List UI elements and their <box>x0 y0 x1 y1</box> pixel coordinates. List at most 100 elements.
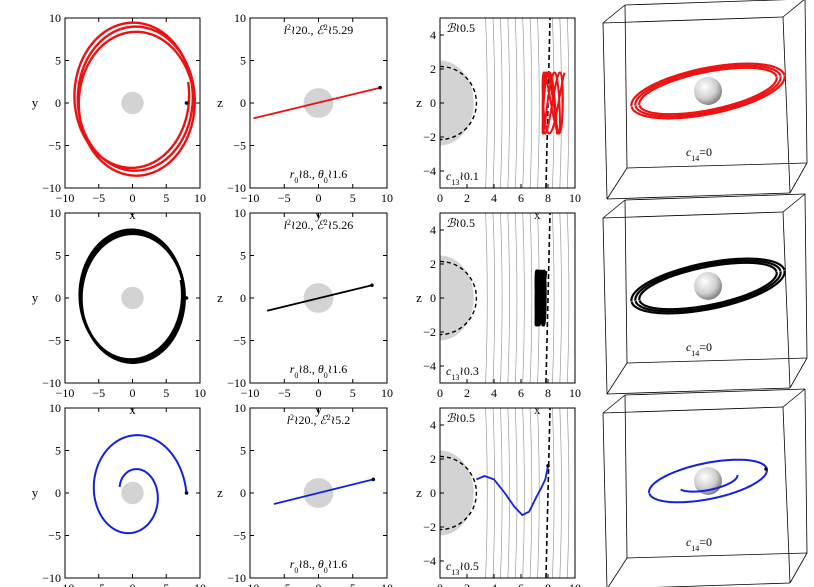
field-line <box>485 18 488 188</box>
field-line <box>485 408 488 578</box>
orbit-3d-back <box>630 62 786 107</box>
xy-panel-xtick-label: 5 <box>163 386 169 400</box>
yz-panel-xtick-label: −10 <box>241 581 260 587</box>
xy-panel-ytick-label: −5 <box>48 334 61 348</box>
energy-annotation-part: ≀5.26 <box>328 218 354 232</box>
orbit-3d-back <box>638 66 778 106</box>
yz-panel-xtick-label: 5 <box>350 581 356 587</box>
field-line <box>529 18 533 188</box>
yz-panel-ylabel: z <box>217 485 223 500</box>
energy-annotation-part: ≀5.29 <box>328 23 354 37</box>
initial-condition-annotation: r0≀8., θ0≀1.6 <box>290 167 348 185</box>
xz-panel-xtick-label: 0 <box>437 386 443 400</box>
magnetic-annotation: ℬ≀0.5 <box>446 411 475 425</box>
yz-panel-ytick-label: 0 <box>240 486 246 500</box>
xz-panel-xtick-label: 0 <box>437 191 443 205</box>
field-line <box>514 213 518 383</box>
xz-panel-xtick-label: 2 <box>464 386 470 400</box>
energy-annotation-part: ≀5.2 <box>331 413 351 427</box>
xz-panel-ytick-label: 2 <box>430 452 436 466</box>
orbit-3d-front <box>648 468 768 504</box>
energy-annotation-part: ≀20., <box>291 23 317 37</box>
c13-annotation: c13≀0.3 <box>446 364 479 382</box>
initial-condition-annotation-part: ≀1.6 <box>328 557 348 571</box>
box-edge <box>655 582 791 587</box>
xz-inner <box>440 18 575 188</box>
yz-panel-ylabel: z <box>217 95 223 110</box>
yz-panel-ytick-label: 5 <box>240 444 246 458</box>
xy-panel-xtick-label: −5 <box>92 386 105 400</box>
initial-condition-annotation-part: 0 <box>324 371 328 380</box>
black-hole-disk <box>440 60 474 146</box>
orbit-3d-back <box>634 259 782 302</box>
initial-condition-annotation-part: ≀1.6 <box>328 167 348 181</box>
start-point <box>371 477 376 482</box>
xz-panel-xtick-label: 8 <box>545 191 551 205</box>
xy-panel-ytick-label: 5 <box>55 54 61 68</box>
box-edge <box>804 388 808 554</box>
magnetic-annotation-part: ≀0.5 <box>455 411 475 425</box>
c13-annotation-part: ≀0.1 <box>459 169 479 183</box>
xz-panel-xtick-label: 10 <box>569 386 581 400</box>
box-edge <box>624 199 628 364</box>
box-edge <box>606 362 628 395</box>
energy-annotation-part: l <box>284 218 288 232</box>
c14-annotation-part: 14 <box>691 154 699 163</box>
yz-panel-ytick-label: −10 <box>227 376 246 390</box>
boundary-dashed <box>545 18 551 188</box>
orbit-yz <box>253 86 381 120</box>
yz-panel-ytick-label: 10 <box>234 401 246 415</box>
initial-condition-annotation-part: 0 <box>294 566 298 575</box>
boundary-dashed <box>545 408 551 578</box>
field-line <box>552 408 555 578</box>
xy-panel-xtick-label: 10 <box>194 191 206 205</box>
box-edge <box>602 394 626 414</box>
c14-annotation-part: c <box>686 145 692 159</box>
c14-annotation-part: 14 <box>691 544 699 553</box>
xz-panel-ylabel: z <box>416 485 422 500</box>
magnetic-annotation-part: ℬ <box>446 411 457 425</box>
energy-annotation-part: ≀20., <box>291 218 317 232</box>
xz-panel-ytick-label: −2 <box>423 520 436 534</box>
c14-annotation-part: =0 <box>699 535 712 549</box>
box-edge <box>624 4 628 169</box>
initial-condition-annotation: r0≀8., θ0≀1.6 <box>290 557 348 575</box>
xz-panel-xtick-label: 8 <box>545 581 551 587</box>
xz-panel-ytick-label: −2 <box>423 130 436 144</box>
orbit-xy <box>73 21 196 177</box>
xy-panel-ylabel: y <box>32 95 39 110</box>
field-line <box>559 213 562 383</box>
xz-panel-xtick-label: 4 <box>491 581 497 587</box>
energy-annotation: l2≀20., ℰ2≀5.2 <box>287 413 351 428</box>
xz-panel-ytick-label: 2 <box>430 257 436 271</box>
orbit-3d-back <box>630 257 786 302</box>
start-point <box>184 101 189 105</box>
xz-inner <box>440 408 575 578</box>
xz-panel-ylabel: z <box>416 95 422 110</box>
initial-condition-annotation-part: θ <box>318 362 324 376</box>
magnetic-annotation: ℬ≀0.5 <box>446 21 475 35</box>
initial-condition-annotation: r0≀8., θ0≀1.6 <box>290 362 348 380</box>
yz-panel-ytick-label: 5 <box>240 54 246 68</box>
field-line <box>514 18 518 188</box>
initial-condition-annotation-part: θ <box>318 557 324 571</box>
field-line <box>492 408 496 578</box>
field-line <box>552 213 555 383</box>
xz-panel-xtick-label: 6 <box>518 386 524 400</box>
yz-panel-ytick-label: −5 <box>233 529 246 543</box>
xz-inner <box>440 213 575 383</box>
xy-panel-xtick-label: 10 <box>194 386 206 400</box>
field-line <box>507 18 510 188</box>
xy-panel-ytick-label: 0 <box>55 96 61 110</box>
field-line <box>559 18 562 188</box>
field-line <box>507 408 510 578</box>
field-line <box>529 408 533 578</box>
magnetic-annotation: ℬ≀0.5 <box>446 216 475 230</box>
panel-3d: c14=0 <box>602 0 808 200</box>
yz-panel-ytick-label: 10 <box>234 206 246 220</box>
c14-annotation-part: 14 <box>691 349 699 358</box>
energy-annotation-part: 2 <box>324 218 328 227</box>
